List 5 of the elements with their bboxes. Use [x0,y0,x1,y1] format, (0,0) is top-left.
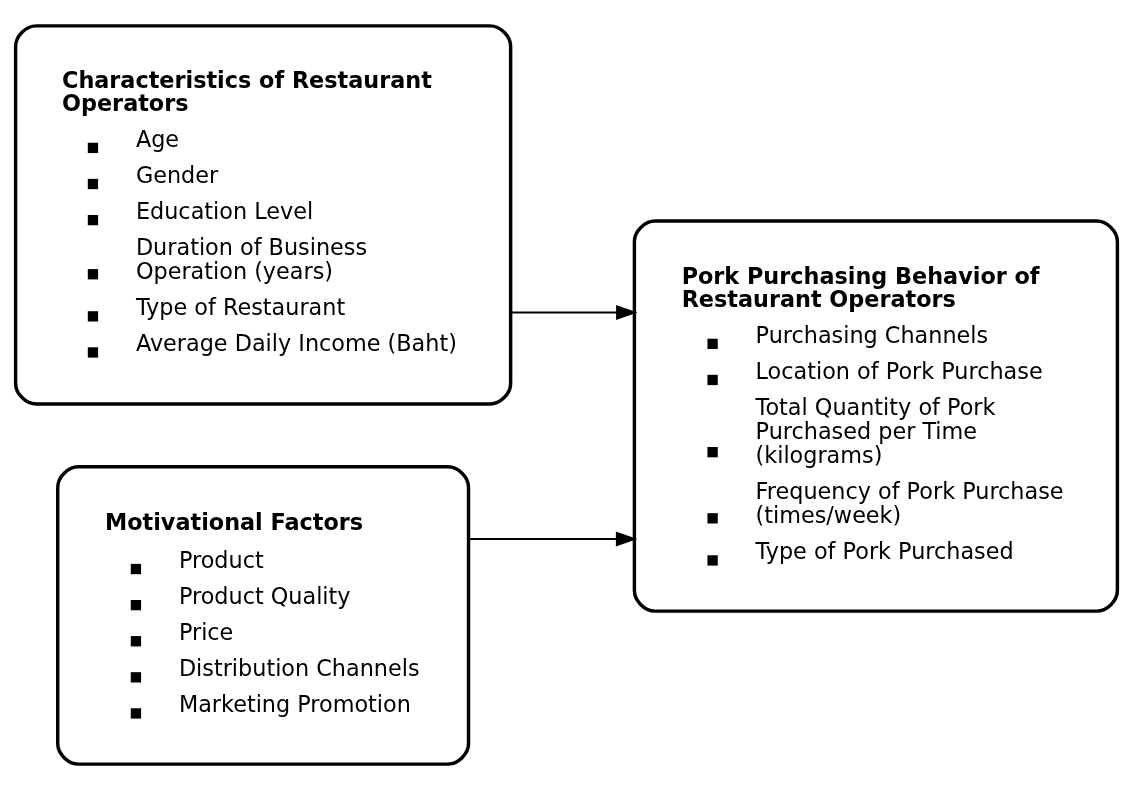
node-box: Pork Purchasing Behavior of Restaurant Operators Purchasing Channels Location of Pork Purchase Total Quantity of Pork Purchased per Time (kilograms) Frequency of Pork Purchase (times/week) Type of Pork Purchased [632,218,1120,613]
node-box: Motivational Factors Product Product Quality Price Distribution Channels Marketing Promotion [56,464,471,766]
node-box: Characteristics of Restaurant Operators Age Gender Education Level Duration of Business Operation (years) Type of Restaurant Average Daily Income (Baht) [13,23,513,406]
arrow [468,531,638,546]
arrow [511,304,638,320]
